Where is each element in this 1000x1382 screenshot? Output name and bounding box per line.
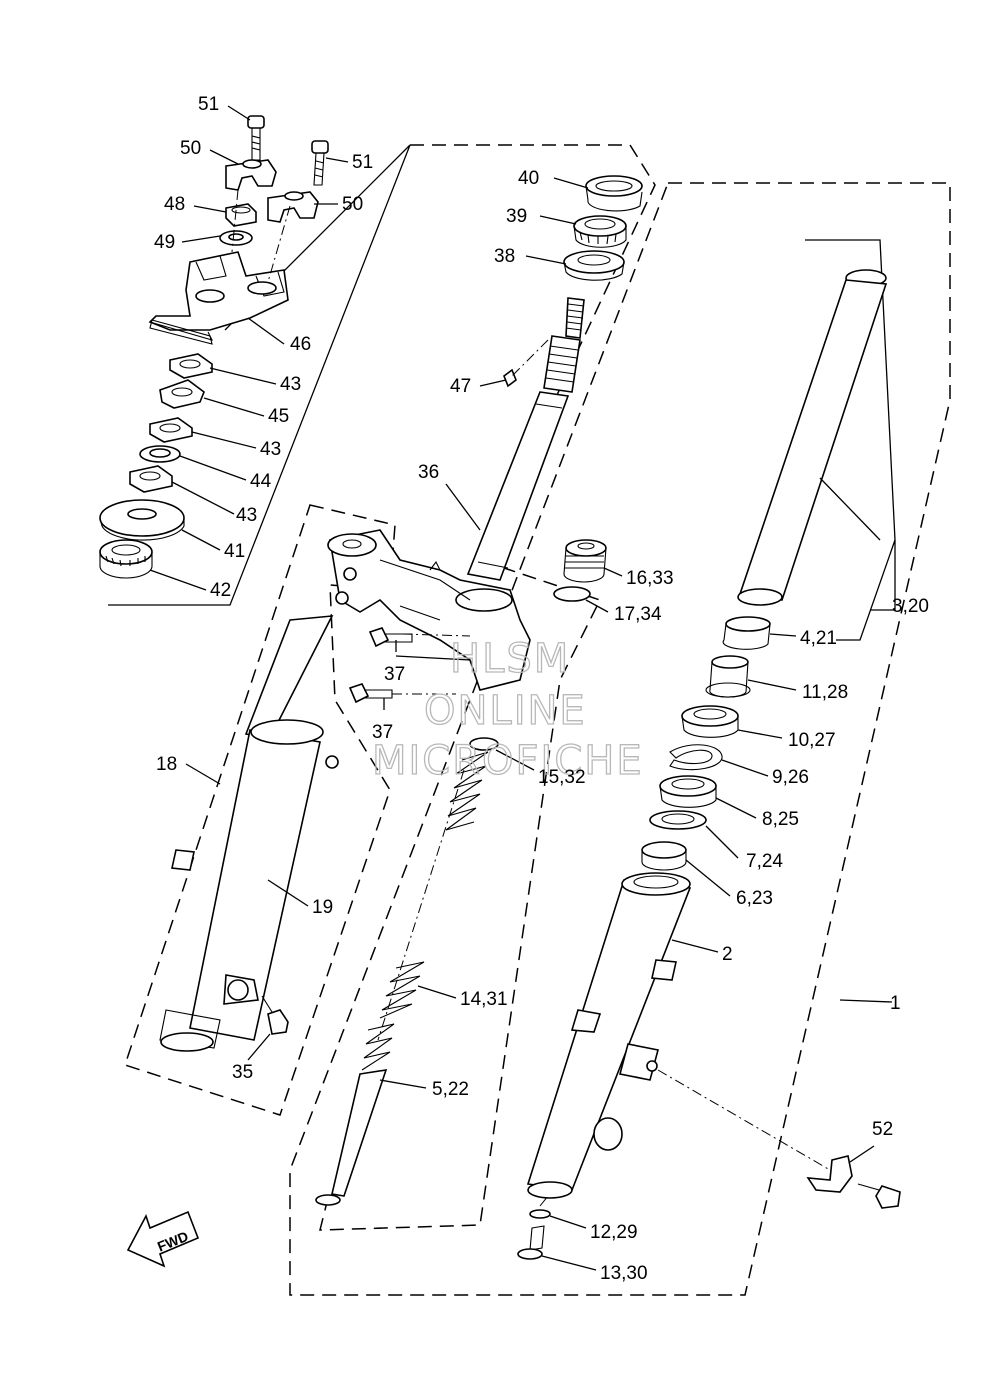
washer-10-27-shape bbox=[681, 705, 739, 738]
label-17-34: 17,34 bbox=[614, 604, 662, 625]
lock-washer-45-shape bbox=[159, 379, 205, 409]
label-41: 41 bbox=[224, 541, 245, 562]
stem-36-shape bbox=[466, 297, 585, 581]
washer-7-24-shape bbox=[649, 810, 707, 830]
leader-lines bbox=[149, 105, 893, 1271]
handlebar-holder-group bbox=[99, 115, 329, 579]
spring-upper-shape bbox=[445, 751, 489, 831]
label-43-b: 43 bbox=[260, 439, 281, 460]
holder-50-right-shape bbox=[267, 191, 319, 223]
label-13-30: 13,30 bbox=[600, 1263, 648, 1284]
nut-43-top-shape bbox=[169, 353, 213, 379]
outer-tube-2-shape bbox=[526, 872, 692, 1199]
right-fork-group bbox=[517, 269, 901, 1260]
cap-bolt-16-33-shape bbox=[563, 539, 607, 583]
label-14-31: 14,31 bbox=[460, 989, 508, 1010]
nut-43-low-shape bbox=[129, 465, 173, 493]
bracket-52-shape bbox=[806, 1155, 901, 1209]
label-52: 52 bbox=[872, 1119, 893, 1140]
fwd-arrow: FWD bbox=[126, 1210, 200, 1268]
holder-50-left-shape bbox=[225, 159, 277, 191]
label-9-26: 9,26 bbox=[772, 767, 809, 788]
label-50-top-right: 50 bbox=[342, 194, 363, 215]
label-18: 18 bbox=[156, 754, 177, 775]
label-47: 47 bbox=[450, 376, 471, 397]
label-46: 46 bbox=[290, 334, 311, 355]
key-47-shape bbox=[503, 368, 517, 388]
label-37-a: 37 bbox=[384, 664, 405, 685]
bracket-46-shape bbox=[148, 251, 289, 345]
washer-49-shape bbox=[219, 230, 253, 246]
bolt-37-lower-shape bbox=[348, 683, 393, 704]
label-51-top-right: 51 bbox=[352, 152, 373, 173]
watermark: HLSM ONLINE MICROFICHE bbox=[371, 635, 644, 784]
label-44: 44 bbox=[250, 471, 272, 492]
bolt-13-30-shape bbox=[517, 1225, 545, 1260]
nut-43-mid-shape bbox=[149, 417, 193, 443]
label-51-top-left: 51 bbox=[198, 94, 219, 115]
steering-stem-group bbox=[315, 175, 643, 1206]
label-37-b: 37 bbox=[372, 722, 393, 743]
bolt-51-left-shape bbox=[247, 115, 265, 161]
bearing-42-shape bbox=[99, 539, 153, 579]
label-38: 38 bbox=[494, 246, 515, 267]
label-19: 19 bbox=[312, 897, 333, 918]
label-50-top-left: 50 bbox=[180, 138, 201, 159]
label-6-23: 6,23 bbox=[736, 888, 773, 909]
under-bracket-shape bbox=[327, 529, 531, 691]
group-outlines bbox=[108, 144, 951, 1296]
watermark-line-2: ONLINE bbox=[424, 688, 587, 734]
o-ring-17-34-shape bbox=[553, 586, 591, 602]
seal-38-shape bbox=[563, 250, 625, 281]
label-15-32: 15,32 bbox=[538, 767, 586, 788]
label-48: 48 bbox=[164, 194, 185, 215]
washer-12-29-shape bbox=[529, 1209, 551, 1219]
part-labels: 51 50 51 50 48 49 46 43 45 43 44 43 41 4… bbox=[154, 94, 929, 1284]
washer-44-shape bbox=[139, 445, 181, 463]
label-43-c: 43 bbox=[236, 505, 257, 526]
label-43-a: 43 bbox=[280, 374, 301, 395]
bolt-51-right-shape bbox=[311, 140, 329, 186]
label-49: 49 bbox=[154, 232, 175, 253]
bushing-11-28-shape bbox=[705, 655, 751, 698]
oil-seal-8-25-shape bbox=[659, 775, 717, 808]
bolt-37-upper-shape bbox=[368, 627, 413, 648]
label-5-22: 5,22 bbox=[432, 1079, 469, 1100]
cover-41-shape bbox=[99, 499, 185, 541]
ring-6-23-shape bbox=[641, 841, 687, 871]
left-fork-group bbox=[159, 615, 339, 1052]
label-16-33: 16,33 bbox=[626, 568, 674, 589]
label-35: 35 bbox=[232, 1062, 253, 1083]
damper-rod-5-22-shape bbox=[315, 1023, 395, 1206]
label-4-21: 4,21 bbox=[800, 628, 837, 649]
bearing-39-shape bbox=[573, 215, 627, 248]
inner-tube-3-20-shape bbox=[737, 269, 888, 606]
bushing-4-21-shape bbox=[722, 616, 771, 650]
label-36: 36 bbox=[418, 462, 439, 483]
label-2: 2 bbox=[722, 944, 733, 965]
label-39: 39 bbox=[506, 206, 527, 227]
label-10-27: 10,27 bbox=[788, 730, 836, 751]
label-3-20: 3,20 bbox=[892, 596, 929, 617]
label-45: 45 bbox=[268, 406, 289, 427]
label-12-29: 12,29 bbox=[590, 1222, 638, 1243]
label-40: 40 bbox=[518, 168, 539, 189]
label-1: 1 bbox=[890, 993, 901, 1014]
nut-48-shape bbox=[225, 203, 257, 227]
label-42: 42 bbox=[210, 580, 231, 601]
label-8-25: 8,25 bbox=[762, 809, 799, 830]
clip-9-26-shape bbox=[669, 744, 723, 771]
watermark-line-3: MICROFICHE bbox=[372, 738, 644, 784]
collar-15-32-shape bbox=[469, 737, 499, 751]
label-7-24: 7,24 bbox=[746, 851, 783, 872]
race-40-shape bbox=[585, 175, 643, 212]
bolt-35-shape bbox=[267, 1009, 289, 1035]
label-11-28: 11,28 bbox=[802, 682, 848, 703]
spring-14-31-shape bbox=[379, 961, 425, 1019]
watermark-line-1: HLSM bbox=[450, 636, 570, 682]
